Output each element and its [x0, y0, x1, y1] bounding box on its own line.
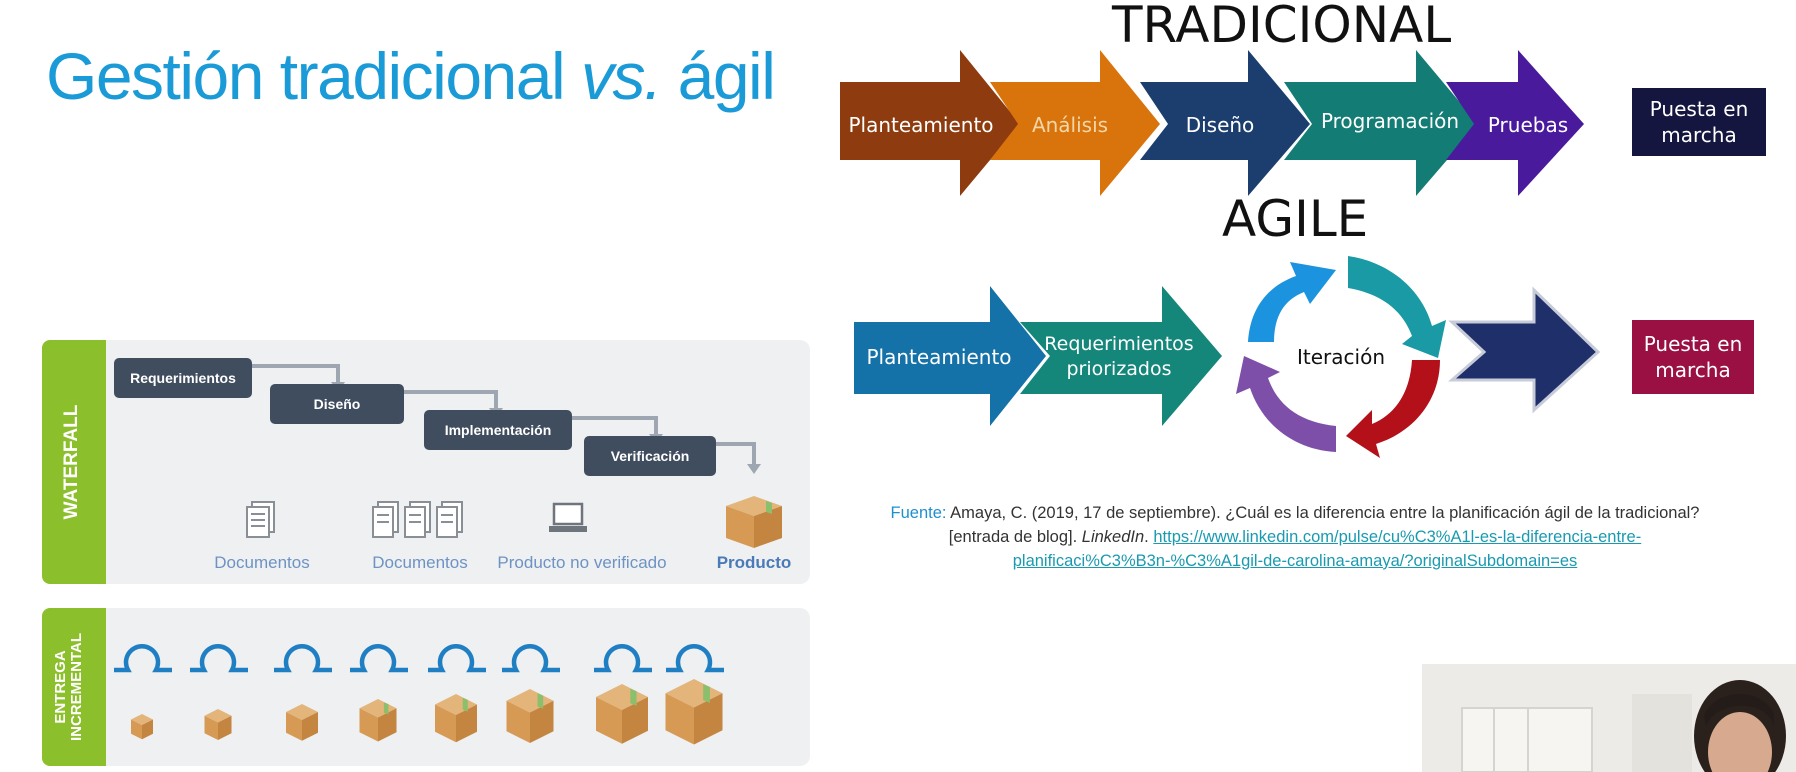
waterfall-step-implementacion: Implementación — [424, 410, 572, 450]
waterfall-sidebar — [42, 340, 106, 584]
laptop-icon — [549, 502, 587, 532]
iteration-loop-icon — [428, 644, 486, 673]
arrow-planteamiento — [840, 50, 1020, 196]
traditional-heading: TRADICIONAL — [1112, 0, 1452, 54]
connector-2 — [404, 390, 498, 410]
traditional-stage-2: Análisis — [1031, 113, 1109, 137]
increment-box-icon — [506, 689, 554, 744]
arrow-agile-output — [1448, 286, 1601, 414]
agile-heading: AGILE — [1222, 190, 1369, 248]
iteration-loop-icon — [190, 644, 248, 673]
arrow-analisis — [990, 50, 1160, 196]
waterfall-step-verificacion: Verificación — [584, 436, 716, 476]
traditional-stage-1: Planteamiento — [848, 113, 994, 137]
cycle-arrow-teal — [1348, 256, 1446, 358]
traditional-stage-5: Pruebas — [1487, 113, 1569, 137]
output-caption-1: Documentos — [214, 553, 310, 572]
output-caption-4: Producto — [716, 553, 792, 572]
increment-box-icon — [359, 699, 397, 742]
increment-box-icon — [131, 714, 153, 740]
agile-stage-1: Planteamiento — [866, 345, 1012, 369]
arrow-programacion — [1284, 50, 1478, 196]
document-icon — [246, 501, 275, 538]
citation-text: Amaya, C. (2019, 17 de septiembre). ¿Cuá… — [946, 504, 1700, 546]
incremental-sidebar — [42, 608, 106, 766]
increment-box-icon — [286, 704, 318, 741]
output-caption-3: Producto no verificado — [497, 553, 667, 572]
cycle-arrow-blue — [1248, 262, 1336, 342]
connector-3 — [572, 416, 658, 436]
iteration-loop-icon — [350, 644, 408, 673]
iteration-loop-icon — [666, 644, 724, 673]
arrow-diseno — [1140, 50, 1310, 196]
citation-label: Fuente: — [890, 504, 947, 522]
iteration-loop-icon — [114, 644, 172, 673]
iteration-loop-icon — [502, 644, 560, 673]
traditional-end-box: Puesta en marcha — [1632, 88, 1766, 156]
waterfall-step-diseno: Diseño — [270, 384, 404, 424]
increment-box-icon — [204, 709, 232, 741]
source-citation: Fuente: Amaya, C. (2019, 17 de septiembr… — [890, 504, 1700, 570]
arrow-agile-planteamiento — [854, 286, 1046, 426]
arrow-agile-requerimientos — [1020, 286, 1222, 426]
increment-box-icon — [596, 684, 648, 744]
agile-cycle-label: Iteración — [1297, 345, 1385, 369]
increment-box-icon — [435, 694, 477, 743]
connector-4 — [716, 442, 756, 466]
cycle-arrow-red — [1346, 360, 1440, 458]
waterfall-step-requerimientos: Requerimientos — [114, 358, 252, 398]
agile-end-box: Puesta en marcha — [1632, 320, 1754, 394]
product-box-icon — [726, 496, 782, 548]
traditional-stage-3: Diseño — [1185, 113, 1255, 137]
documents-stack-icon — [372, 501, 463, 538]
cycle-arrow-purple — [1236, 356, 1336, 452]
increment-box-icon — [665, 679, 723, 745]
agile-stage-2: Requerimientos priorizados — [1044, 333, 1194, 380]
iteration-loop-icon — [594, 644, 652, 673]
webcam-overlay — [1422, 664, 1796, 772]
citation-link[interactable]: https://www.linkedin.com/pulse/cu%C3%A1l… — [1012, 527, 1642, 570]
output-caption-2: Documentos — [372, 553, 468, 572]
traditional-stage-4: Programación — [1320, 109, 1460, 133]
citation-source: LinkedIn — [1081, 527, 1145, 546]
connector-1 — [252, 364, 340, 384]
iteration-loop-icon — [274, 644, 332, 673]
slide-title: Gestión tradicional vs. ágil — [46, 39, 776, 113]
presenter-video — [1422, 664, 1796, 772]
arrow-pruebas — [1446, 50, 1584, 196]
